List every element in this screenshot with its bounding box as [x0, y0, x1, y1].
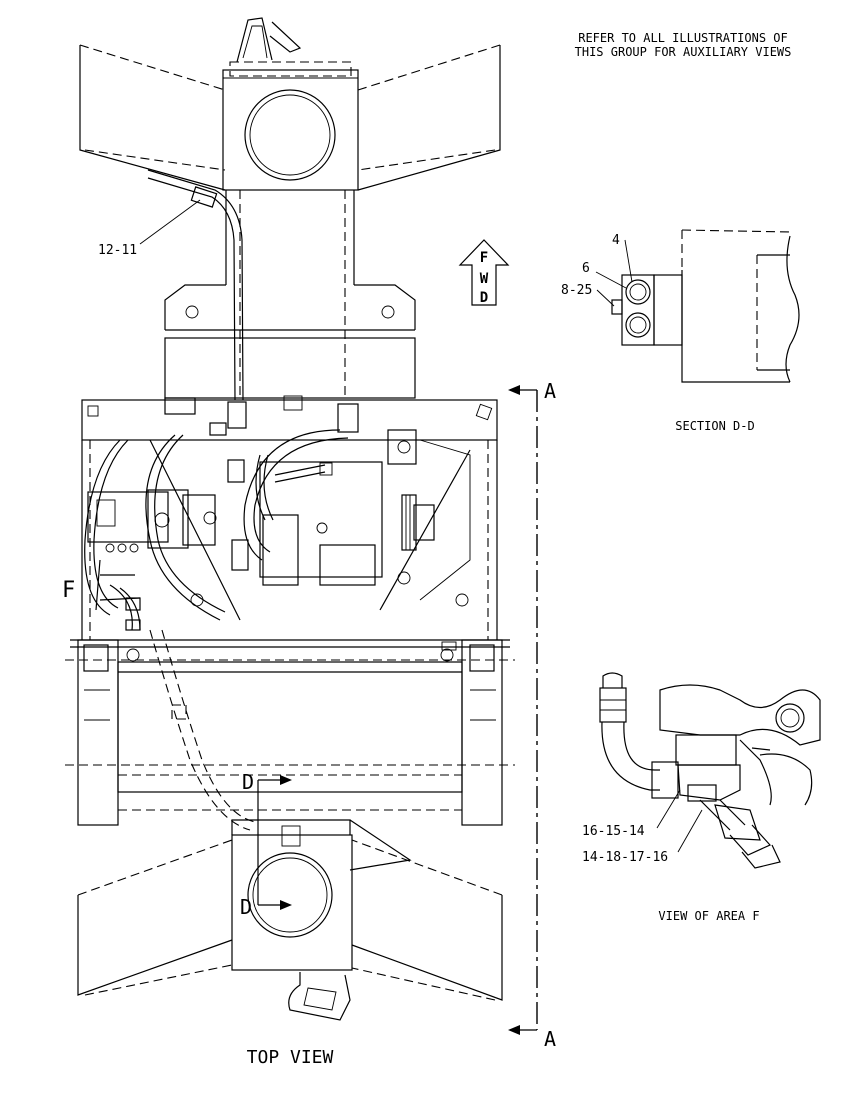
section-line-d: [257, 775, 292, 910]
callout-14-18-17-16: 14-18-17-16: [582, 850, 668, 865]
section-mark-a-top: A: [544, 379, 556, 403]
title-view-area-f: VIEW OF AREA F: [658, 909, 759, 923]
callout-8-25: 8-25: [561, 283, 592, 298]
upper-track-frame: [79, 17, 501, 401]
section-dd-detail: [611, 229, 800, 383]
callout-16-15-14: 16-15-14: [582, 824, 645, 839]
leader-lines: [139, 199, 703, 853]
callout-12-11: 12-11: [98, 243, 137, 258]
section-mark-a-bottom: A: [544, 1027, 556, 1051]
note-line-2: THIS GROUP FOR AUXILIARY VIEWS: [575, 45, 792, 59]
callout-6: 6: [582, 261, 590, 276]
lower-frame: [65, 629, 515, 831]
fwd-letter-f: F: [480, 250, 488, 266]
section-line-a: [508, 385, 538, 1035]
fwd-letter-w: W: [480, 271, 489, 287]
section-mark-d-bottom: D: [240, 895, 252, 919]
title-section-dd: SECTION D-D: [675, 419, 754, 433]
callout-4: 4: [612, 233, 620, 248]
fwd-arrow: [458, 239, 510, 306]
main-frame: [81, 395, 498, 640]
view-mark-f: F: [62, 578, 75, 603]
note-line-1: REFER TO ALL ILLUSTRATIONS OF: [578, 31, 788, 45]
section-mark-d-top: D: [242, 770, 254, 794]
fwd-letter-d: D: [480, 290, 488, 306]
title-top-view: TOP VIEW: [247, 1047, 334, 1068]
bottom-track-frame: [77, 819, 503, 1021]
